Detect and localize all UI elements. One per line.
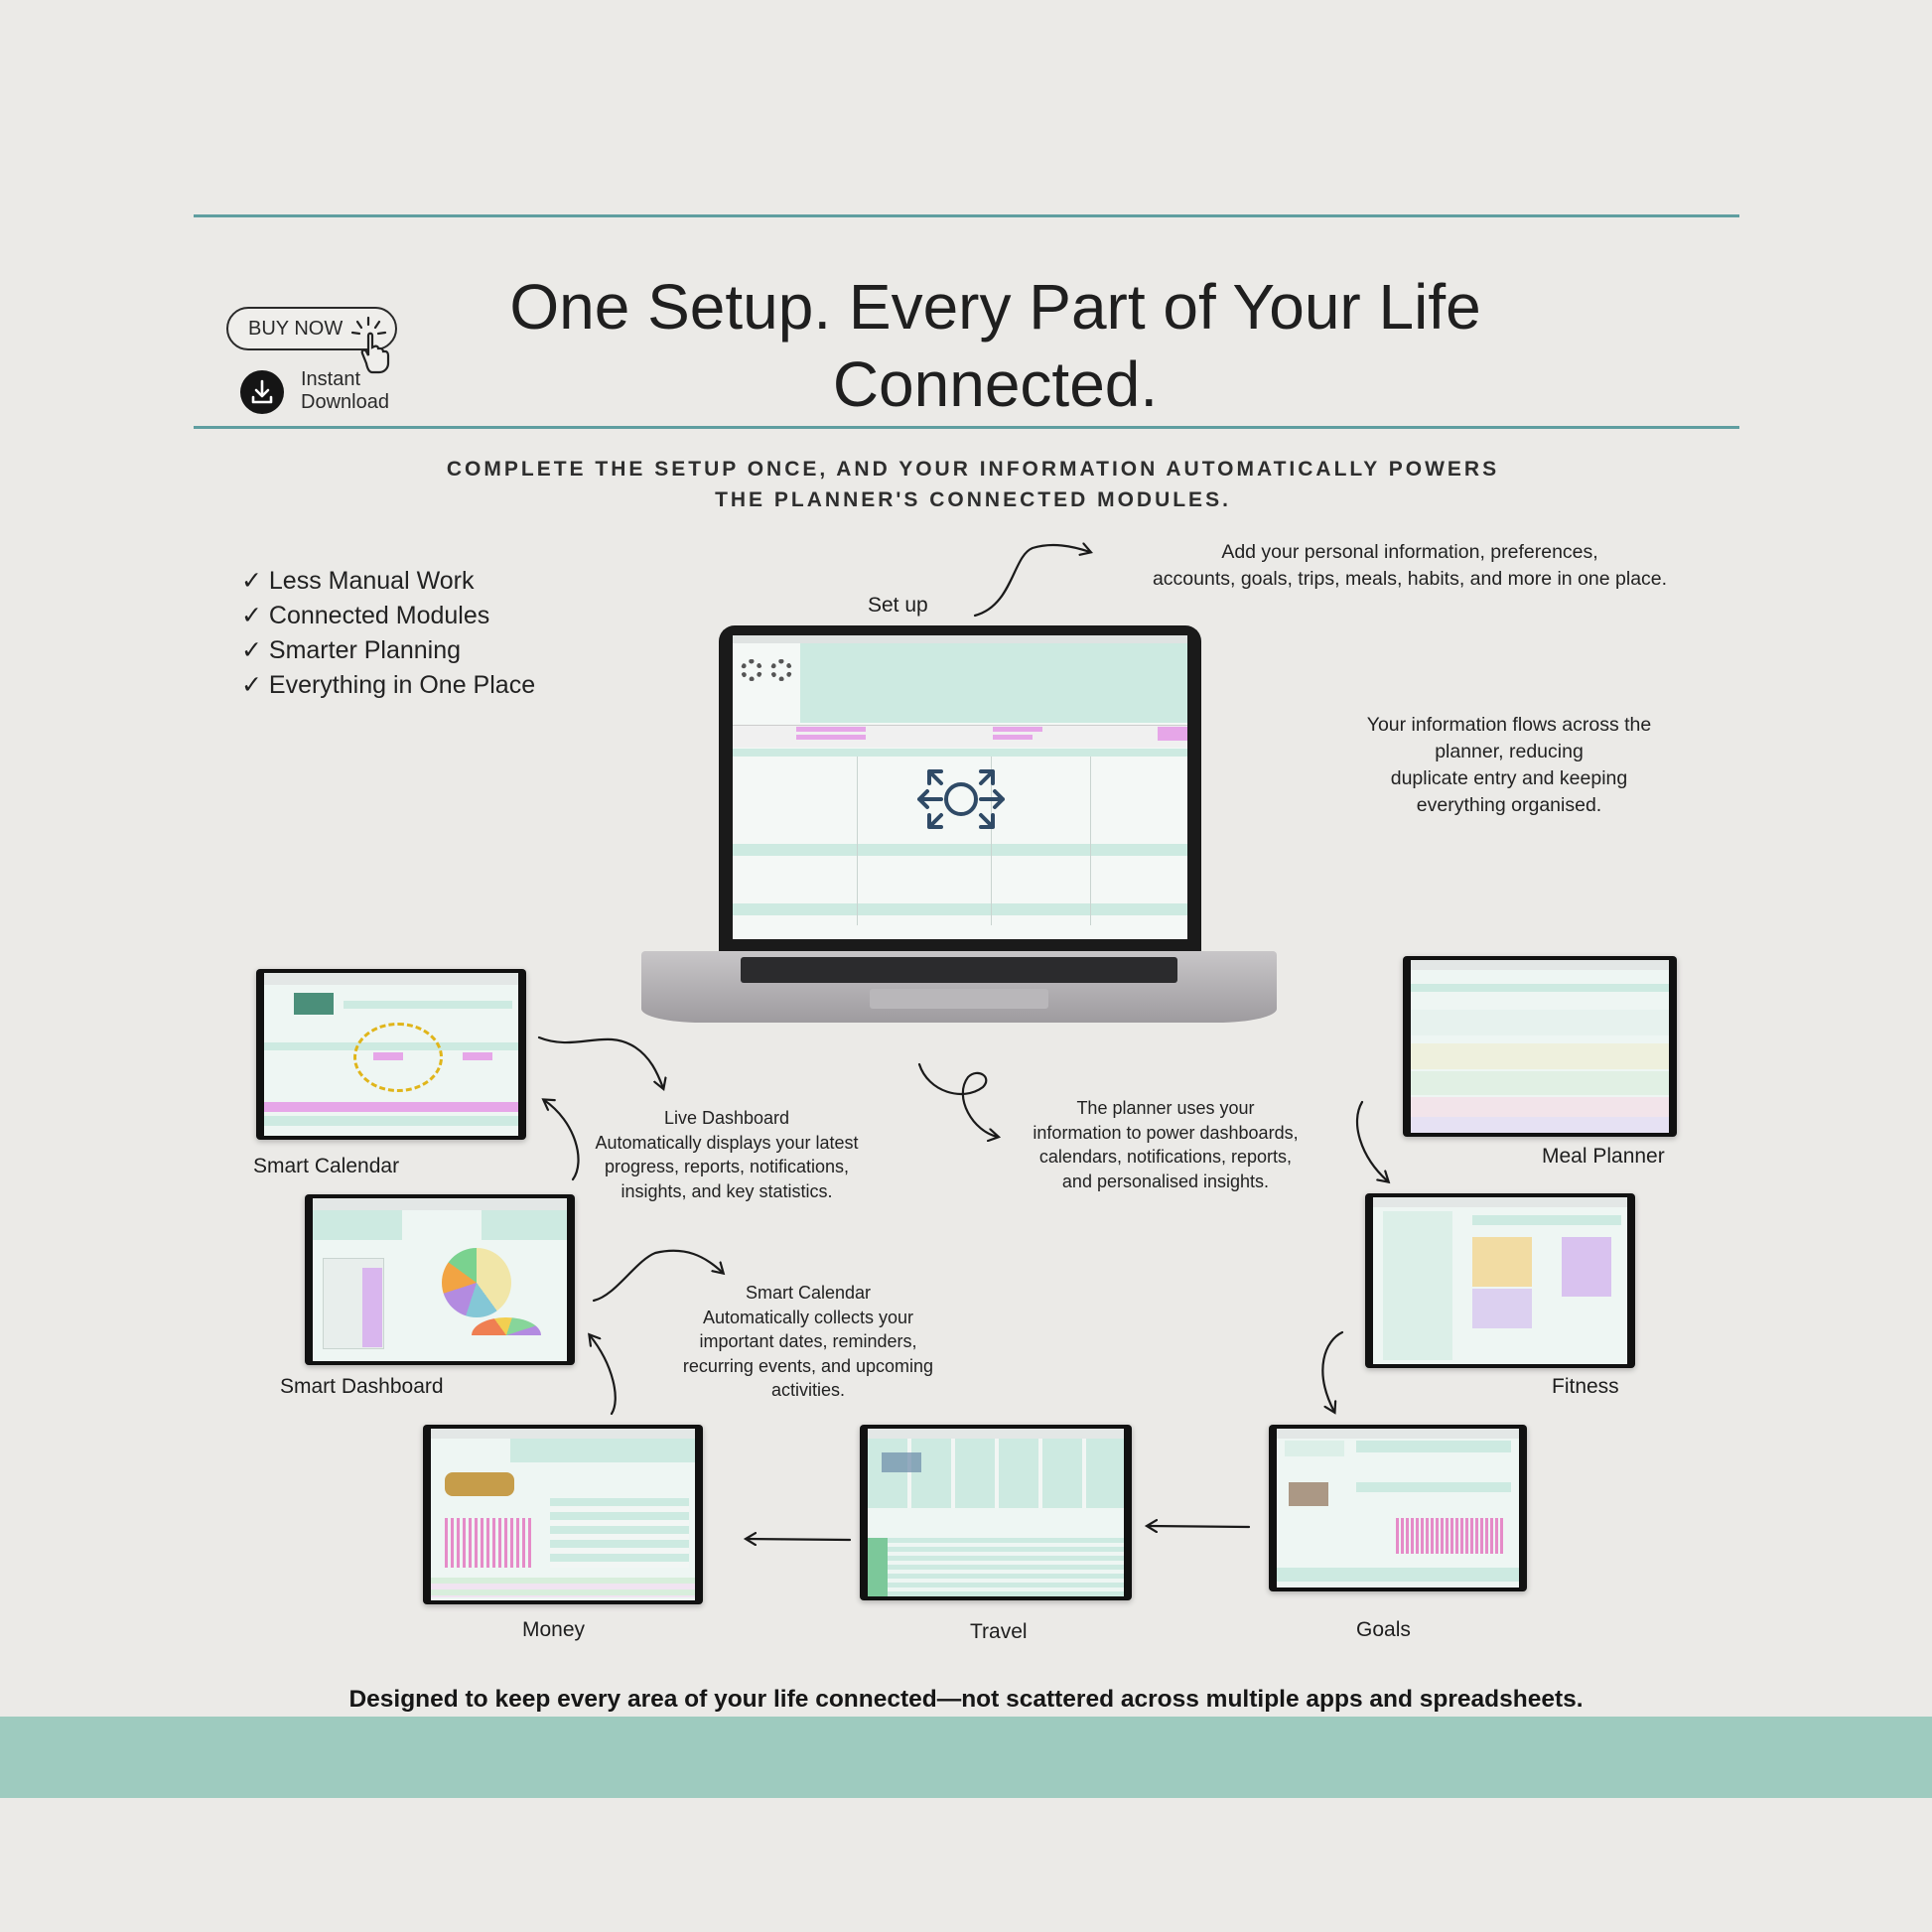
setup-spreadsheet — [733, 635, 1187, 939]
subheading: COMPLETE THE SETUP ONCE, AND YOUR INFORM… — [377, 454, 1569, 515]
download-line-2: Download — [301, 391, 389, 413]
laptop-trackpad — [870, 989, 1048, 1009]
setup-desc-line-2: accounts, goals, trips, meals, habits, a… — [1152, 568, 1668, 590]
subheading-line-1: COMPLETE THE SETUP ONCE, AND YOUR INFORM… — [446, 458, 1500, 481]
laptop-keyboard — [741, 957, 1177, 983]
planner-note-line: The planner uses your — [1076, 1098, 1255, 1118]
footer-tagline: Designed to keep every area of your life… — [348, 1686, 1584, 1713]
subheading-line-2: THE PLANNER'S CONNECTED MODULES. — [715, 488, 1231, 511]
live-dashboard-line: Automatically displays your latest — [595, 1132, 859, 1153]
planner-note-line: information to power dashboards, — [1033, 1122, 1299, 1143]
instant-download-text: Instant Download — [301, 368, 389, 414]
feature-item: ✓ Connected Modules — [241, 602, 490, 629]
smart-calendar-note-line: important dates, reminders, — [699, 1331, 917, 1351]
buy-now-label: BUY NOW — [248, 318, 344, 340]
live-dashboard-title: Live Dashboard — [663, 1108, 790, 1128]
money-screenshot[interactable] — [423, 1425, 703, 1604]
money-label: Money — [522, 1618, 586, 1641]
smart-calendar-note-line: activities. — [770, 1380, 846, 1400]
arrow-travel-to-money — [747, 1539, 852, 1540]
smart-calendar-screenshot[interactable] — [256, 969, 526, 1140]
page-title: One Setup. Every Part of Your Life Conne… — [467, 268, 1524, 423]
buy-now-button[interactable]: BUY NOW — [226, 307, 397, 350]
live-dashboard-line: progress, reports, notifications, — [604, 1157, 850, 1176]
planner-note-line: calendars, notifications, reports, — [1038, 1147, 1293, 1167]
smart-calendar-note-line: recurring events, and upcoming — [682, 1355, 934, 1376]
title-line-1: One Setup. Every Part of Your Life — [509, 271, 1481, 343]
laptop-screen-bezel — [719, 625, 1201, 953]
goals-label: Goals — [1356, 1618, 1411, 1641]
flow-note-line: Your information flows across the — [1366, 714, 1652, 736]
fitness-screenshot[interactable] — [1365, 1193, 1635, 1368]
header-divider — [194, 426, 1739, 429]
feature-item: ✓ Smarter Planning — [241, 636, 462, 664]
flow-note-line: planner, reducing — [1435, 741, 1584, 762]
feature-item: ✓ Less Manual Work — [241, 567, 475, 595]
arrow-live-dashboard — [537, 1035, 663, 1088]
gear-icon — [741, 659, 762, 681]
smart-calendar-note: Smart Calendar Automatically collects yo… — [659, 1281, 957, 1403]
fitness-label: Fitness — [1552, 1375, 1619, 1398]
goals-screenshot[interactable] — [1269, 1425, 1527, 1591]
flow-note-line: everything organised. — [1416, 794, 1602, 816]
flow-note: Your information flows across the planne… — [1330, 712, 1688, 819]
live-dashboard-note: Live Dashboard Automatically displays yo… — [578, 1106, 876, 1203]
arrow-dashboard — [592, 1249, 723, 1303]
setup-label: Set up — [868, 594, 928, 617]
laptop-keyboard-base — [641, 951, 1277, 1023]
footer-band — [0, 1717, 1932, 1798]
arrow-planner — [917, 1062, 998, 1137]
smart-calendar-label: Smart Calendar — [253, 1155, 400, 1177]
arrow-money-to-dashboard — [590, 1335, 617, 1416]
top-divider — [194, 214, 1739, 217]
flow-arrows-icon — [917, 769, 1005, 829]
arrow-meal-to-fitness — [1355, 1100, 1388, 1181]
meal-planner-screenshot[interactable] — [1403, 956, 1677, 1137]
setup-desc-line-1: Add your personal information, preferenc… — [1221, 541, 1598, 563]
smart-calendar-note-title: Smart Calendar — [745, 1283, 872, 1303]
title-line-2: Connected. — [832, 348, 1159, 420]
arrow-goals-to-travel — [1148, 1526, 1251, 1527]
meal-planner-label: Meal Planner — [1542, 1145, 1665, 1168]
feature-item: ✓ Everything in One Place — [241, 671, 536, 699]
setup-description: Add your personal information, preferenc… — [1072, 539, 1747, 593]
feature-list: ✓ Less Manual Work ✓ Connected Modules ✓… — [241, 564, 535, 703]
travel-label: Travel — [970, 1620, 1028, 1643]
arrow-setup — [973, 545, 1090, 618]
smart-dashboard-label: Smart Dashboard — [280, 1375, 444, 1398]
click-hand-icon — [350, 316, 390, 374]
live-dashboard-line: insights, and key statistics. — [621, 1180, 833, 1201]
planner-note: The planner uses your information to pow… — [1007, 1096, 1324, 1193]
arrow-fitness-to-goals — [1321, 1330, 1344, 1412]
travel-screenshot[interactable] — [860, 1425, 1132, 1600]
flow-note-line: duplicate entry and keeping — [1390, 767, 1628, 789]
arrow-smart-calendar — [544, 1100, 580, 1181]
planner-note-line: and personalised insights. — [1061, 1171, 1270, 1191]
download-line-1: Instant — [301, 368, 361, 390]
download-icon — [240, 370, 284, 414]
smart-dashboard-screenshot[interactable] — [305, 1194, 575, 1365]
gear-icon — [770, 659, 792, 681]
smart-calendar-note-line: Automatically collects your — [702, 1307, 914, 1327]
